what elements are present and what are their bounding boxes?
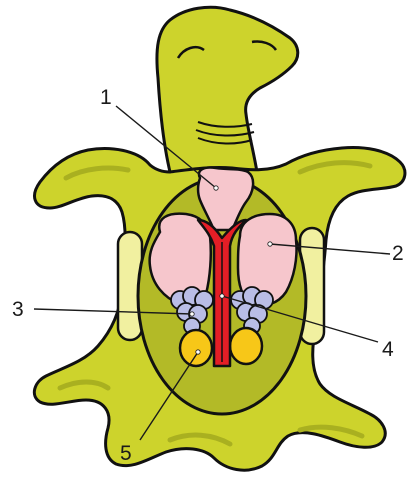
callout-number-2: 2 (392, 242, 404, 265)
leader-dot-2 (268, 242, 272, 246)
leader-dot-3 (190, 312, 194, 316)
callout-number-1: 1 (100, 86, 112, 109)
leader-dot-1 (214, 186, 218, 190)
leader-dot-4 (220, 294, 224, 298)
callout-number-4: 4 (382, 338, 394, 361)
callout-number-5: 5 (120, 442, 132, 465)
organ-5-yellow-left (180, 330, 212, 366)
organ-5-yellow-right (230, 328, 262, 364)
turtle-head-neck (157, 7, 298, 180)
leader-dot-5 (196, 350, 200, 354)
callout-number-3: 3 (12, 298, 24, 321)
